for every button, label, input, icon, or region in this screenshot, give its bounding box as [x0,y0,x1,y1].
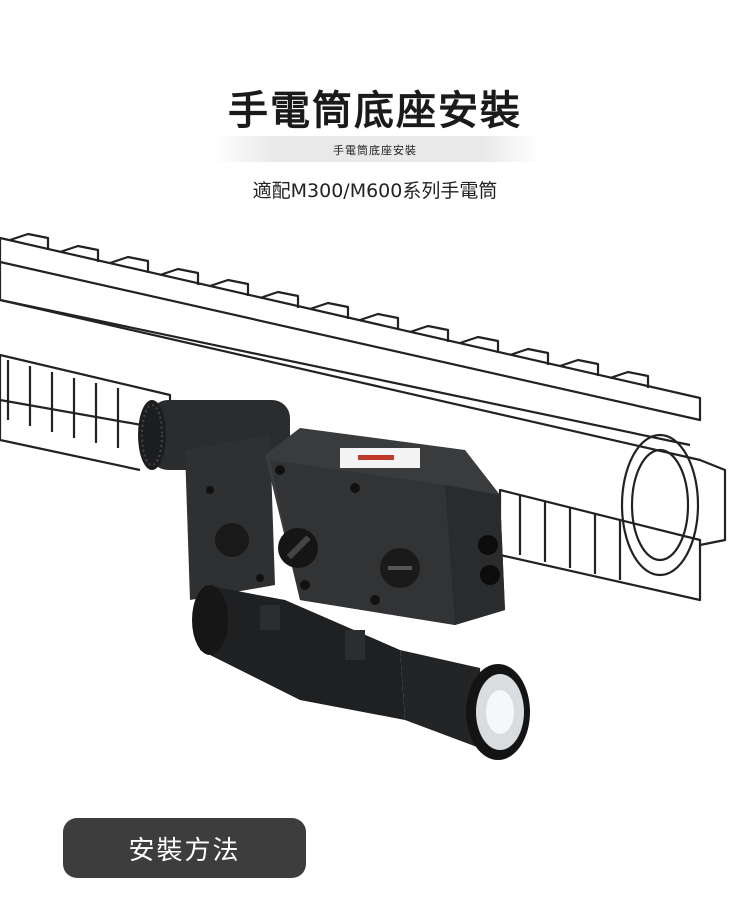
laser-module-icon [138,400,505,625]
picatinny-rail-icon [0,232,727,602]
product-illustration [0,232,727,760]
install-method-button[interactable]: 安裝方法 [63,818,306,878]
page-subtitle: 手電筒底座安裝 [333,144,417,157]
product-scene [0,220,750,800]
subtitle-bar [215,136,540,162]
flashlight-icon [192,585,530,760]
compatibility-text: 適配M300/M600系列手電筒 [252,180,498,202]
install-method-label: 安裝方法 [128,835,241,866]
page-title: 手電筒底座安裝 [228,88,522,134]
